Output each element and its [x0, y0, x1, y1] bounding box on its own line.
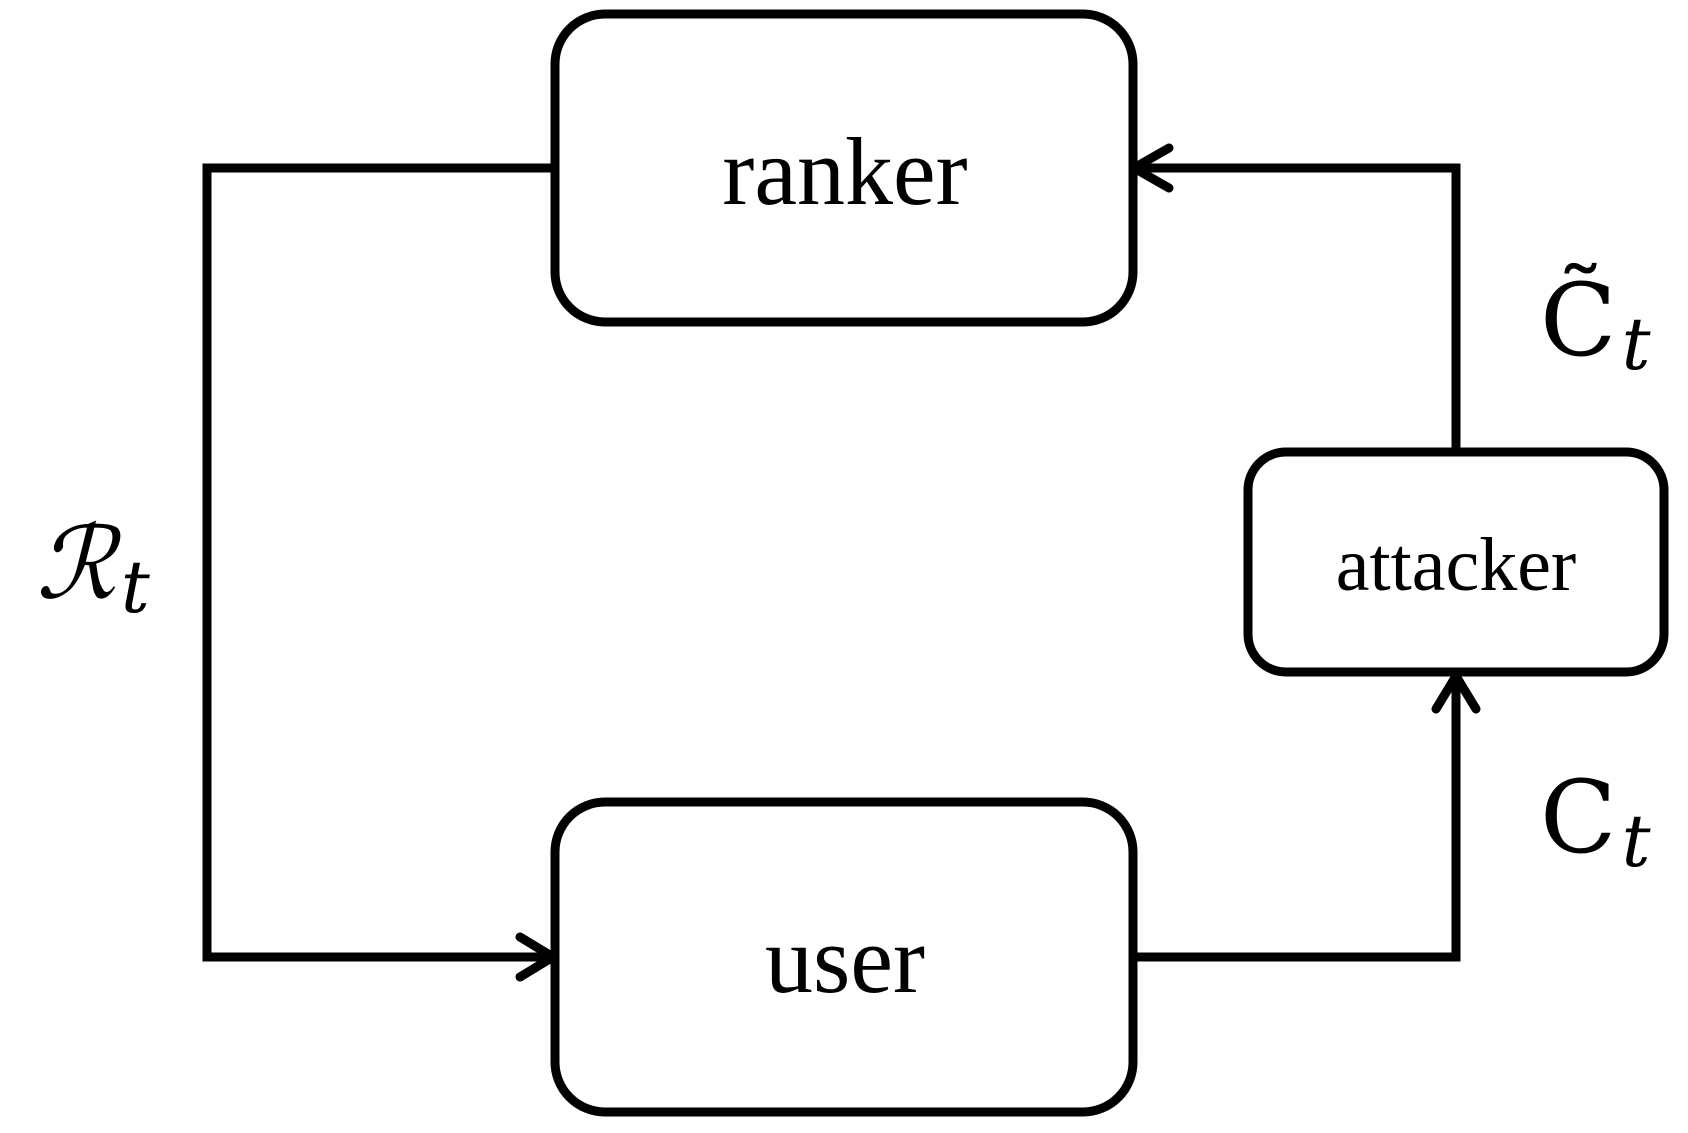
- clicks-subscript: t: [1622, 799, 1652, 883]
- ranking-subscript: t: [121, 545, 151, 629]
- ranker-label: ranker: [722, 118, 967, 225]
- ranking-symbol: ℛ: [36, 505, 122, 622]
- edge-attacker-to-ranker: [1129, 143, 1461, 450]
- attacker-label: attacker: [1336, 523, 1576, 607]
- user-label: user: [765, 906, 925, 1013]
- perturbed-clicks-subscript: t: [1622, 302, 1652, 386]
- clicks-label: C t: [1540, 759, 1652, 883]
- node-attacker: attacker: [1243, 447, 1669, 677]
- node-ranker: ranker: [550, 9, 1138, 327]
- edge-ranker-to-user: [202, 163, 558, 982]
- perturbed-clicks-symbol: C̃: [1540, 262, 1617, 379]
- clicks-symbol: C: [1540, 759, 1617, 876]
- ranking-label: ℛ t: [36, 505, 151, 629]
- perturbed-clicks-label: C̃ t: [1540, 262, 1652, 386]
- edge-user-to-attacker: [1130, 671, 1481, 962]
- node-user: user: [550, 797, 1138, 1117]
